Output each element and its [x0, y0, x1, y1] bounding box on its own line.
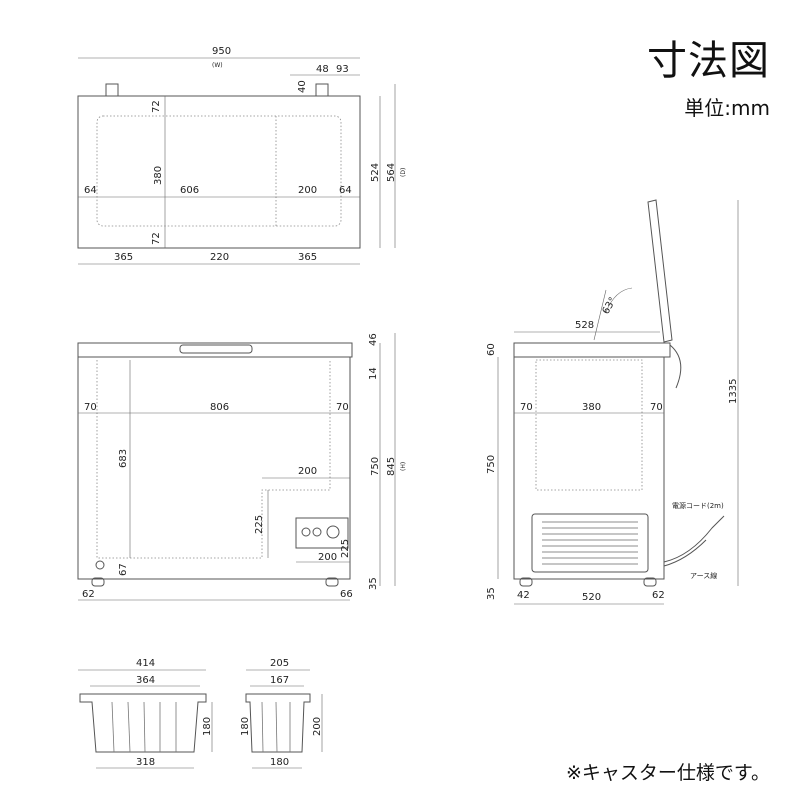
- basket-small-mid: 167: [270, 675, 289, 686]
- front-dim-62: 62: [82, 589, 95, 600]
- front-dim-200a: 200: [298, 466, 317, 477]
- power-cord-label: 電源コード(2m): [672, 501, 724, 510]
- front-dim-225b: 225: [340, 539, 351, 558]
- control-dial-2: [312, 527, 322, 537]
- side-dim-42: 42: [517, 590, 530, 601]
- top-dim-606: 606: [180, 185, 199, 196]
- front-dim-845: 845: [386, 457, 397, 476]
- open-lid: [647, 199, 673, 343]
- caster-front-right: [325, 577, 339, 587]
- side-dim-520: 520: [582, 592, 601, 603]
- basket-small-bottom: 180: [270, 757, 289, 768]
- top-width-label: 950: [212, 46, 231, 57]
- earth-wire: [663, 539, 707, 567]
- side-hinge: [669, 344, 682, 389]
- top-inner-outline: [96, 115, 342, 227]
- side-view: 63° 528 電源コード(2m) アース線 60 70 380 70 750: [486, 199, 739, 605]
- side-dim-70b: 70: [650, 402, 663, 413]
- top-dim-200: 200: [298, 185, 317, 196]
- front-dim-806: 806: [210, 402, 229, 413]
- basket-small-height-in: 180: [240, 717, 251, 736]
- caster-front-left: [91, 577, 105, 587]
- basket-small-shape: [245, 693, 311, 753]
- top-body-outline: [77, 95, 361, 249]
- basket-large-shape: [79, 693, 207, 753]
- side-dim-380: 380: [582, 402, 601, 413]
- caster-side-left: [519, 577, 533, 587]
- front-dim-683: 683: [118, 449, 129, 468]
- basket-large-top: 414: [136, 658, 155, 669]
- basket-large-height: 180: [202, 717, 213, 736]
- front-dim-200b: 200: [318, 552, 337, 563]
- top-dim-64a: 64: [84, 185, 97, 196]
- top-dim-220: 220: [210, 252, 229, 263]
- page-title: 寸法図: [647, 38, 770, 84]
- front-dim-750: 750: [370, 457, 381, 476]
- top-view: 950 (W) 48 93 40 72 380 72 64 606 200 64…: [77, 46, 407, 265]
- top-dim-365b: 365: [298, 252, 317, 263]
- basket-large-bottom: 318: [136, 757, 155, 768]
- top-dim-93: 93: [336, 64, 349, 75]
- side-dim-528: 528: [575, 320, 594, 331]
- thermostat-knob: [326, 525, 340, 539]
- side-dim-70a: 70: [520, 402, 533, 413]
- side-dim-35: 35: [486, 587, 497, 600]
- front-dim-46: 46: [368, 333, 379, 346]
- earth-wire-label: アース線: [690, 571, 717, 580]
- top-dim-564: 564: [386, 163, 397, 182]
- vent-slots: [542, 521, 638, 565]
- caster-note: ※キャスター仕様です。: [565, 762, 770, 784]
- top-dim-72a: 72: [151, 100, 162, 113]
- hinge-knob-left: [105, 83, 119, 97]
- top-dim-48: 48: [316, 64, 329, 75]
- front-dim-70b: 70: [336, 402, 349, 413]
- power-cord: [663, 515, 725, 563]
- vent-grill: [531, 513, 649, 573]
- drain-plug: [95, 560, 105, 570]
- front-view: 46 14 70 806 70 683 200 225 200 225 750 …: [77, 333, 407, 601]
- front-dim-35: 35: [368, 577, 379, 590]
- front-dim-66: 66: [340, 589, 353, 600]
- side-dim-1335: 1335: [728, 379, 739, 404]
- top-dim-40: 40: [297, 80, 308, 93]
- top-dim-365a: 365: [114, 252, 133, 263]
- top-dim-524: 524: [370, 163, 381, 182]
- unit-label: 単位:mm: [684, 96, 770, 120]
- front-height-tag: (H): [400, 462, 407, 471]
- front-dim-67: 67: [118, 563, 129, 576]
- side-dim-60: 60: [486, 343, 497, 356]
- front-dim-70a: 70: [84, 402, 97, 413]
- front-body-outline: [77, 356, 351, 580]
- caster-side-right: [643, 577, 657, 587]
- basket-small-top: 205: [270, 658, 289, 669]
- side-dim-62: 62: [652, 590, 665, 601]
- control-dial-1: [301, 527, 311, 537]
- front-dim-225a: 225: [254, 515, 265, 534]
- side-dim-750: 750: [486, 455, 497, 474]
- top-dim-380: 380: [153, 166, 164, 185]
- side-body-outline: [513, 356, 665, 580]
- top-dim-72b: 72: [151, 232, 162, 245]
- side-inner-outline: [535, 359, 643, 491]
- top-depth-tag: (D): [400, 168, 407, 177]
- lid-handle: [179, 344, 253, 354]
- hinge-knob-right: [315, 83, 329, 97]
- side-angle-label: 63°: [601, 296, 619, 317]
- front-dim-14: 14: [368, 367, 379, 380]
- basket-small-height-out: 200: [312, 717, 323, 736]
- basket-small: 205 167 180 200 180: [240, 658, 323, 769]
- basket-large-mid: 364: [136, 675, 155, 686]
- side-lid-rim: [513, 342, 671, 358]
- basket-large: 414 364 180 318: [78, 658, 213, 769]
- top-dim-64b: 64: [339, 185, 352, 196]
- top-width-tag: (W): [212, 62, 223, 69]
- control-panel: [295, 517, 349, 549]
